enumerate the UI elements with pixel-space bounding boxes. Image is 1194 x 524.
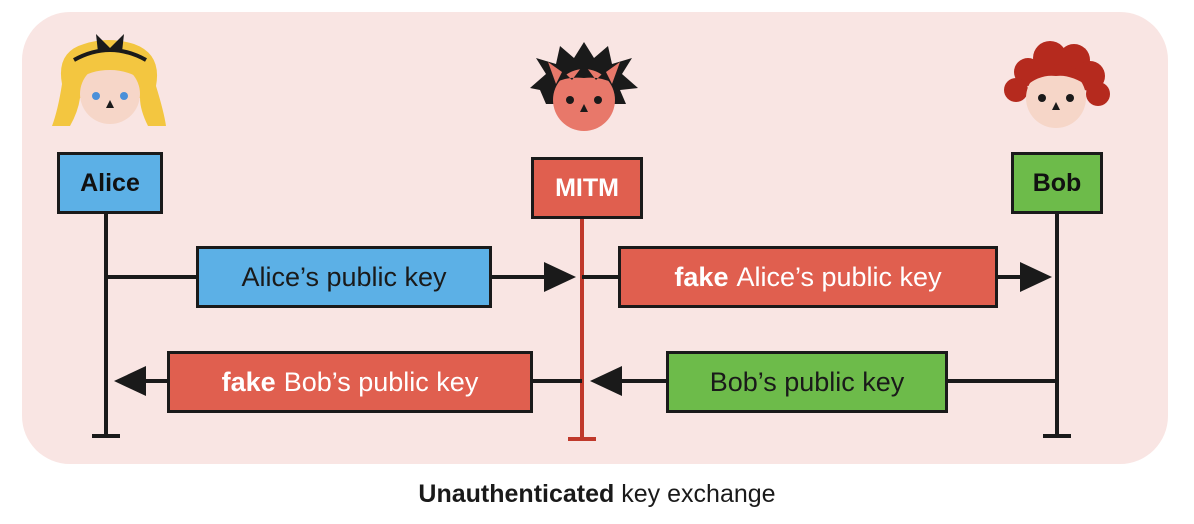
actor-alice-label: Alice — [80, 168, 140, 197]
message-bob-public-key: Bob’s public key — [666, 351, 948, 413]
message-text: Bob’s public key — [283, 366, 479, 397]
fake-prefix: fake — [674, 261, 729, 292]
actor-bob-box: Bob — [1011, 152, 1103, 214]
caption-rest: key exchange — [621, 480, 776, 508]
actor-mitm-label: MITM — [555, 173, 619, 202]
fake-prefix: fake — [221, 366, 276, 397]
actor-alice-box: Alice — [57, 152, 163, 214]
bob-lifeline — [1043, 212, 1071, 438]
mitm-avatar — [530, 42, 638, 131]
alice-avatar — [52, 34, 166, 126]
caption-emphasis: Unauthenticated — [418, 480, 615, 508]
mitm-lifeline — [568, 217, 596, 441]
message-text: Alice’s public key — [241, 261, 447, 292]
alice-lifeline — [92, 212, 120, 438]
bob-avatar — [1004, 41, 1110, 128]
message-fake-bob-public-key: fake Bob’s public key — [167, 351, 533, 413]
message-fake-alice-public-key: fake Alice’s public key — [618, 246, 998, 308]
message-text: Bob’s public key — [709, 366, 905, 397]
actor-bob-label: Bob — [1032, 168, 1082, 197]
actor-mitm-box: MITM — [531, 157, 643, 219]
message-text: Alice’s public key — [736, 261, 942, 292]
message-alice-public-key: Alice’s public key — [196, 246, 492, 308]
